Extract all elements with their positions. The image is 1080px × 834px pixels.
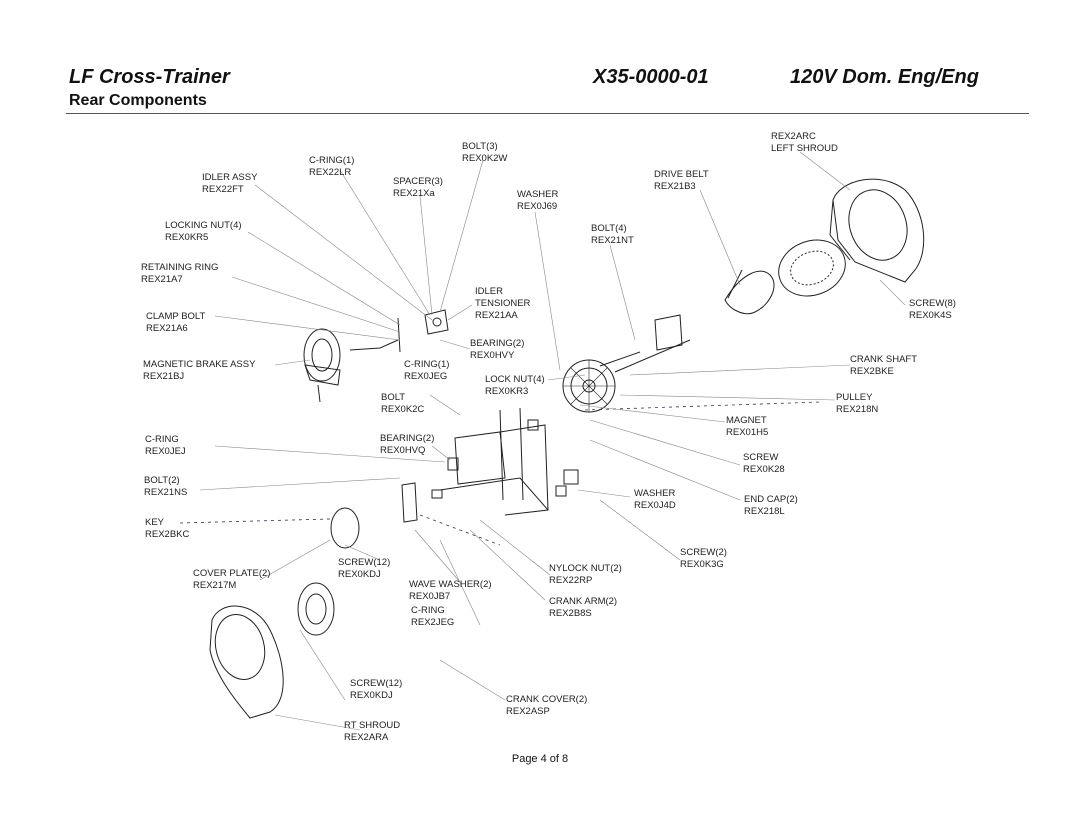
label-crank-cover2: CRANK COVER(2)REX2ASP [506,694,588,717]
product-title: LF Cross-Trainer [69,66,230,88]
label-lock-nut4: LOCK NUT(4)REX0KR3 [485,374,545,397]
pulley-shape [778,239,846,297]
section-title: Rear Components [69,92,207,109]
label-cover-plate2: COVER PLATE(2)REX217M [193,568,271,591]
label-bolt4: BOLT(4)REX21NT [591,223,634,246]
voltage-spec: 120V Dom. Eng/Eng [790,66,979,88]
label-locking-nut4: LOCKING NUT(4)REX0KR5 [165,220,242,243]
label-crank-arm2: CRANK ARM(2)REX2B8S [549,596,618,619]
label-screw12-b: SCREW(12)REX0KDJ [350,678,403,701]
model-number: X35-0000-01 [593,66,709,88]
magnetic-brake-shape [303,328,341,382]
label-c-ring1-b: C-RING(1)REX0JEG [404,359,450,382]
frame-shape [454,431,506,485]
header-rule [66,113,1029,114]
label-end-cap2: END CAP(2)REX218L [744,494,798,517]
label-screw12-a: SCREW(12)REX0KDJ [338,557,391,580]
label-c-ring1: C-RING(1)REX22LR [309,155,355,178]
label-spacer3: SPACER(3)REX21Xa [393,176,443,199]
page-number: Page 4 of 8 [511,753,569,765]
label-bearing2-top: BEARING(2)REX0HVY [470,338,525,361]
left-shroud-shape [832,178,925,283]
drive-belt-shape [724,270,775,315]
label-wave-washer2: WAVE WASHER(2)REX0JB7 [409,579,492,602]
label-bolt3: BOLT(3)REX0K2W [462,141,508,164]
label-bearing2-mid: BEARING(2)REX0HVQ [380,433,435,456]
label-nylock-nut2: NYLOCK NUT(2)REX22RP [549,563,622,586]
right-shroud-shape [209,605,284,719]
label-bolt2: BOLT(2)REX21NS [144,475,188,498]
label-screw2: SCREW(2)REX0K3G [680,547,727,570]
label-screw8: SCREW(8)REX0K4S [909,298,956,321]
